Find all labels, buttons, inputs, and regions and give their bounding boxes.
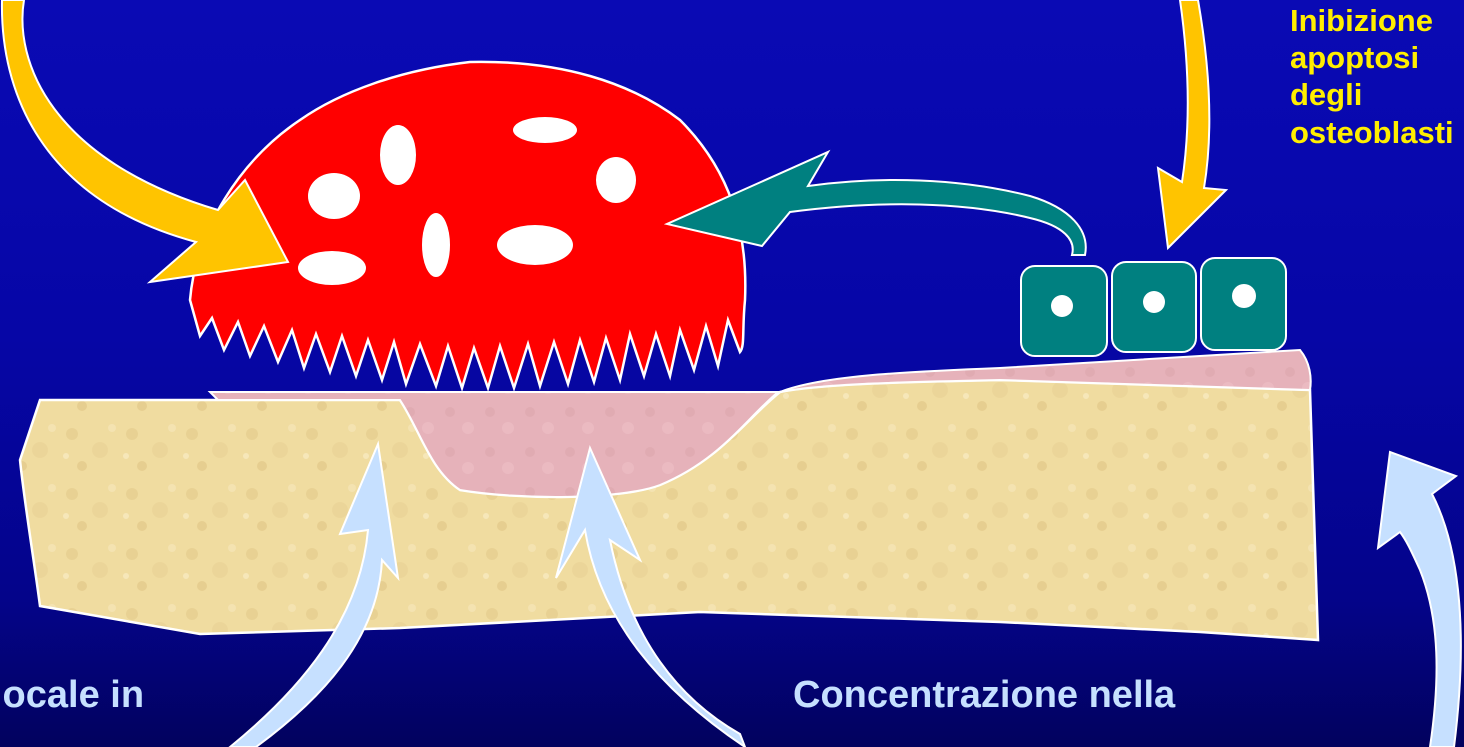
- osteoclast-nucleus: [513, 117, 577, 143]
- local-concentration-label: locale in: [0, 674, 144, 717]
- osteoclast-nucleus: [497, 225, 573, 265]
- osteoclast-nucleus: [380, 125, 416, 185]
- label-line: osteoblasti: [1290, 114, 1454, 151]
- teal-arrow: [667, 152, 1086, 255]
- osteoclast-body: [190, 62, 745, 388]
- osteoclast-nucleus: [298, 251, 366, 285]
- osteoblast-row: [1021, 258, 1286, 356]
- yellow-arrow-right: [1158, 0, 1226, 248]
- bone-concentration-label: Concentrazione nella: [793, 674, 1175, 717]
- osteoblast-nucleus: [1051, 295, 1073, 317]
- label-line: degli: [1290, 76, 1454, 113]
- osteoclast-nucleus: [308, 173, 360, 219]
- osteoclast-cell: [190, 62, 745, 388]
- label-line: Inibizione: [1290, 2, 1454, 39]
- osteoclast-nucleus: [596, 157, 636, 203]
- osteoblast-apoptosis-label: Inibizione apoptosi degli osteoblasti: [1290, 2, 1454, 151]
- osteoclast-nucleus: [422, 213, 450, 277]
- label-line: apoptosi: [1290, 39, 1454, 76]
- blue-arrow-3: [1378, 452, 1461, 747]
- osteoblast-nucleus: [1143, 291, 1165, 313]
- osteoblast-nucleus: [1232, 284, 1256, 308]
- yellow-arrow-left: [2, 0, 288, 282]
